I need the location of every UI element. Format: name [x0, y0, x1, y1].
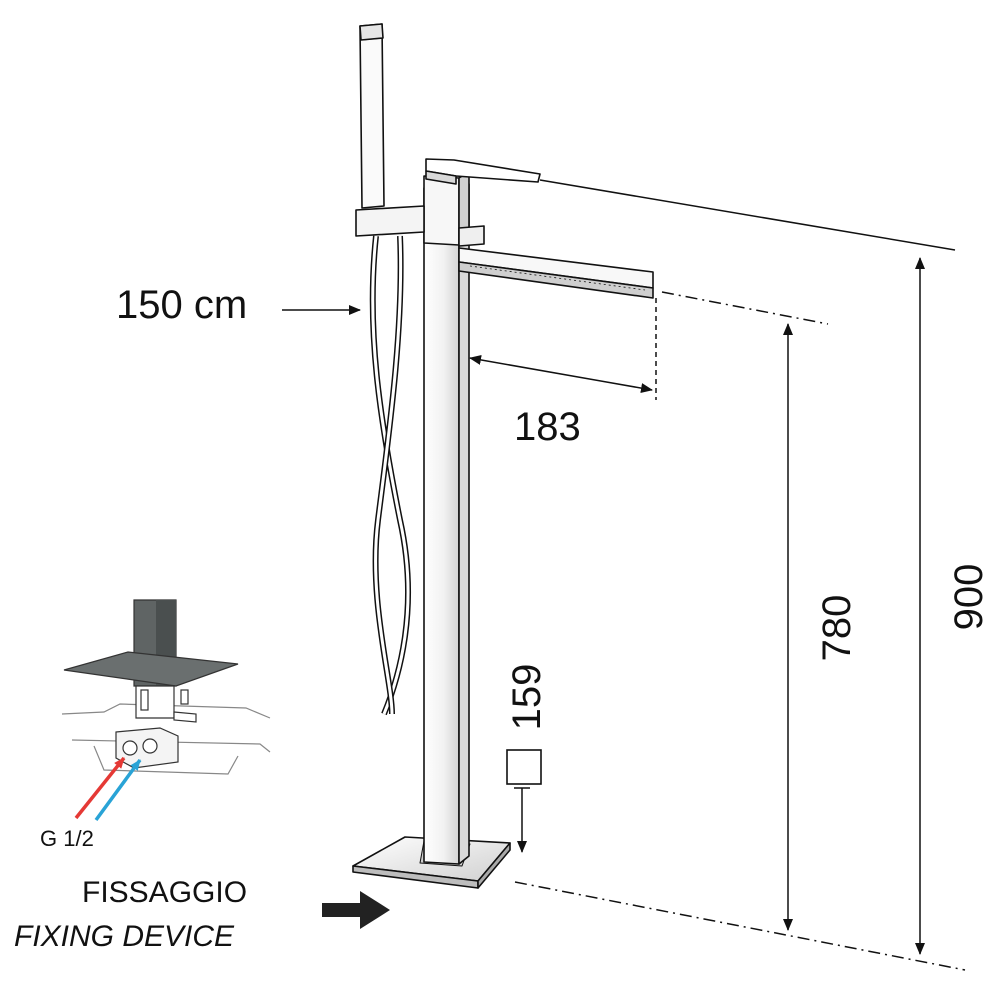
- fixing-arrow-icon: [322, 891, 390, 929]
- hot-water-arrow: [74, 756, 126, 820]
- diverter-knob: [458, 225, 485, 247]
- cold-water-arrow: [94, 758, 142, 822]
- hose-length-label: 150 cm: [116, 283, 247, 327]
- fixing-label-english: FIXING DEVICE: [14, 920, 235, 953]
- total-height-label: 900: [947, 564, 991, 631]
- fixing-label-italian: FISSAGGIO: [82, 876, 247, 909]
- spout: [458, 247, 654, 299]
- shower-hose: [369, 235, 411, 716]
- shower-holder: [355, 205, 425, 237]
- hand-shower: [359, 23, 385, 209]
- inset-screw-2: [180, 689, 189, 705]
- inset-inlet-hot: [122, 740, 138, 756]
- inset-floor-outline-3: [93, 745, 239, 775]
- dimension-183-line: [469, 354, 653, 394]
- inset-plate: [63, 651, 239, 687]
- base-size-label: 159: [505, 664, 549, 731]
- extension-line-spout: [661, 291, 829, 325]
- fixing-device-inset: [61, 599, 271, 822]
- spout-height-label: 780: [815, 595, 859, 662]
- extension-line-floor: [514, 881, 966, 971]
- faucet: [352, 23, 654, 889]
- extension-line-top: [539, 179, 956, 251]
- inset-floor-outline: [61, 703, 271, 719]
- square-section-icon: [506, 749, 542, 785]
- inset-inlet-cold: [142, 738, 158, 754]
- spout-reach-label: 183: [514, 405, 581, 449]
- inlet-thread-label: G 1/2: [40, 826, 94, 851]
- dimension-lines: [282, 179, 966, 971]
- inset-screw: [140, 689, 149, 711]
- column: [423, 183, 470, 865]
